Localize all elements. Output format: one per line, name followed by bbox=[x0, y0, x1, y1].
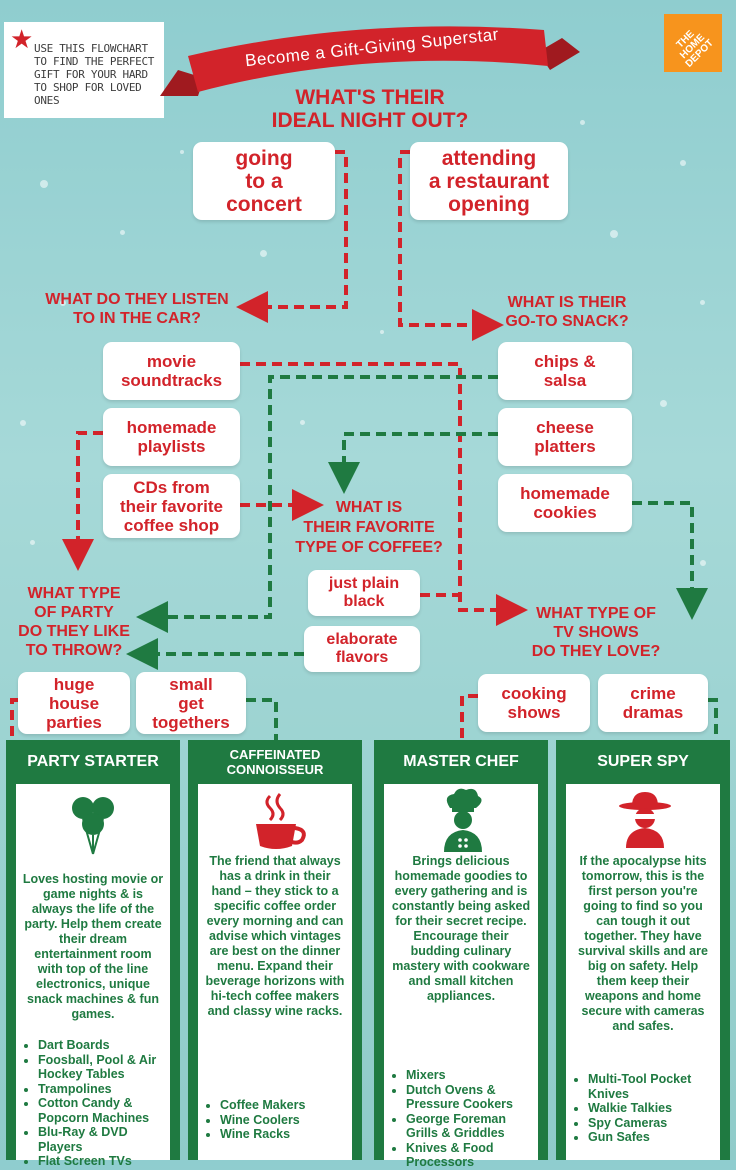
gift-item: Wine Coolers bbox=[220, 1113, 348, 1128]
question-favorite-coffee: What istheir favoritetype of coffee? bbox=[295, 499, 443, 556]
card-body: Brings delicious homemade goodies to eve… bbox=[384, 784, 538, 1169]
card-body: Loves hosting movie or game nights & is … bbox=[16, 784, 170, 1168]
gift-item: Cotton Candy & Popcorn Machines bbox=[38, 1096, 166, 1125]
gift-item: Walkie Talkies bbox=[588, 1101, 716, 1116]
gift-list: Dart Boards Foosball, Pool & Air Hockey … bbox=[20, 1038, 166, 1169]
gift-item: Mixers bbox=[406, 1068, 534, 1083]
gift-item: Blu-Ray & DVD Players bbox=[38, 1125, 166, 1154]
question-listen-in-car: What do they listento in the car? bbox=[45, 291, 229, 327]
question-type-of-party: What typeof partydo they liketo throw? bbox=[18, 585, 130, 659]
card-title: Caffeinated Connoisseur bbox=[226, 747, 324, 777]
chef-icon bbox=[444, 788, 482, 852]
card-title: Master Chef bbox=[403, 753, 519, 770]
home-depot-logo: THE HOME DEPOT bbox=[664, 14, 722, 72]
gift-item: Flat Screen TVs bbox=[38, 1154, 166, 1169]
gift-list: Mixers Dutch Ovens & Pressure Cookers Ge… bbox=[388, 1068, 534, 1170]
instructions-note: ★ Use this flowchart to find the perfect… bbox=[4, 22, 164, 118]
question-go-to-snack: What is theirgo-to snack? bbox=[505, 294, 629, 330]
card-description: If the apocalypse hits tomorrow, this is… bbox=[578, 854, 708, 1033]
gift-item: Gun Safes bbox=[588, 1130, 716, 1145]
star-icon: ★ bbox=[10, 24, 34, 54]
gift-item: George Foreman Grills & Griddles bbox=[406, 1112, 534, 1141]
gift-item: Coffee Makers bbox=[220, 1098, 348, 1113]
gift-item: Foosball, Pool & Air Hockey Tables bbox=[38, 1053, 166, 1082]
card-title: Party Starter bbox=[27, 753, 159, 770]
coffee-cup-icon bbox=[256, 793, 306, 849]
gift-item: Wine Racks bbox=[220, 1127, 348, 1142]
question-tv-shows: What type ofTV showsdo they love? bbox=[531, 605, 661, 660]
balloons-icon bbox=[72, 797, 114, 855]
card-body: If the apocalypse hits tomorrow, this is… bbox=[566, 784, 720, 1160]
card-title: Super Spy bbox=[597, 753, 689, 770]
gift-list: Multi-Tool Pocket Knives Walkie Talkies … bbox=[570, 1072, 716, 1145]
card-party-starter: Party Starter Loves hosting movie or gam… bbox=[6, 740, 180, 1168]
card-description: Loves hosting movie or game nights & is … bbox=[22, 872, 164, 1021]
gift-item: Dutch Ovens & Pressure Cookers bbox=[406, 1083, 534, 1112]
gift-list: Coffee Makers Wine Coolers Wine Racks bbox=[202, 1098, 348, 1142]
card-description: The friend that always has a drink in th… bbox=[205, 854, 345, 1018]
instructions-text: Use this flowchart to find the perfect g… bbox=[34, 42, 155, 107]
card-caffeinated-connoisseur: Caffeinated Connoisseur The friend that … bbox=[188, 740, 362, 1160]
question-ideal-night-out: What's theirideal night out? bbox=[271, 86, 469, 132]
gift-item: Trampolines bbox=[38, 1082, 166, 1097]
card-description: Brings delicious homemade goodies to eve… bbox=[391, 854, 531, 1003]
gift-item: Dart Boards bbox=[38, 1038, 166, 1053]
title-banner bbox=[160, 26, 580, 96]
spy-icon bbox=[619, 792, 671, 848]
card-body: The friend that always has a drink in th… bbox=[198, 784, 352, 1160]
card-master-chef: Master Chef Brings delicious homemade go… bbox=[374, 740, 548, 1169]
gift-item: Knives & Food Processors bbox=[406, 1141, 534, 1170]
gift-item: Multi-Tool Pocket Knives bbox=[588, 1072, 716, 1101]
gift-item: Spy Cameras bbox=[588, 1116, 716, 1131]
card-super-spy: Super Spy If the apocalypse hits tomorro… bbox=[556, 740, 730, 1160]
option-chips-salsa[interactable]: chips &salsa bbox=[498, 342, 632, 400]
